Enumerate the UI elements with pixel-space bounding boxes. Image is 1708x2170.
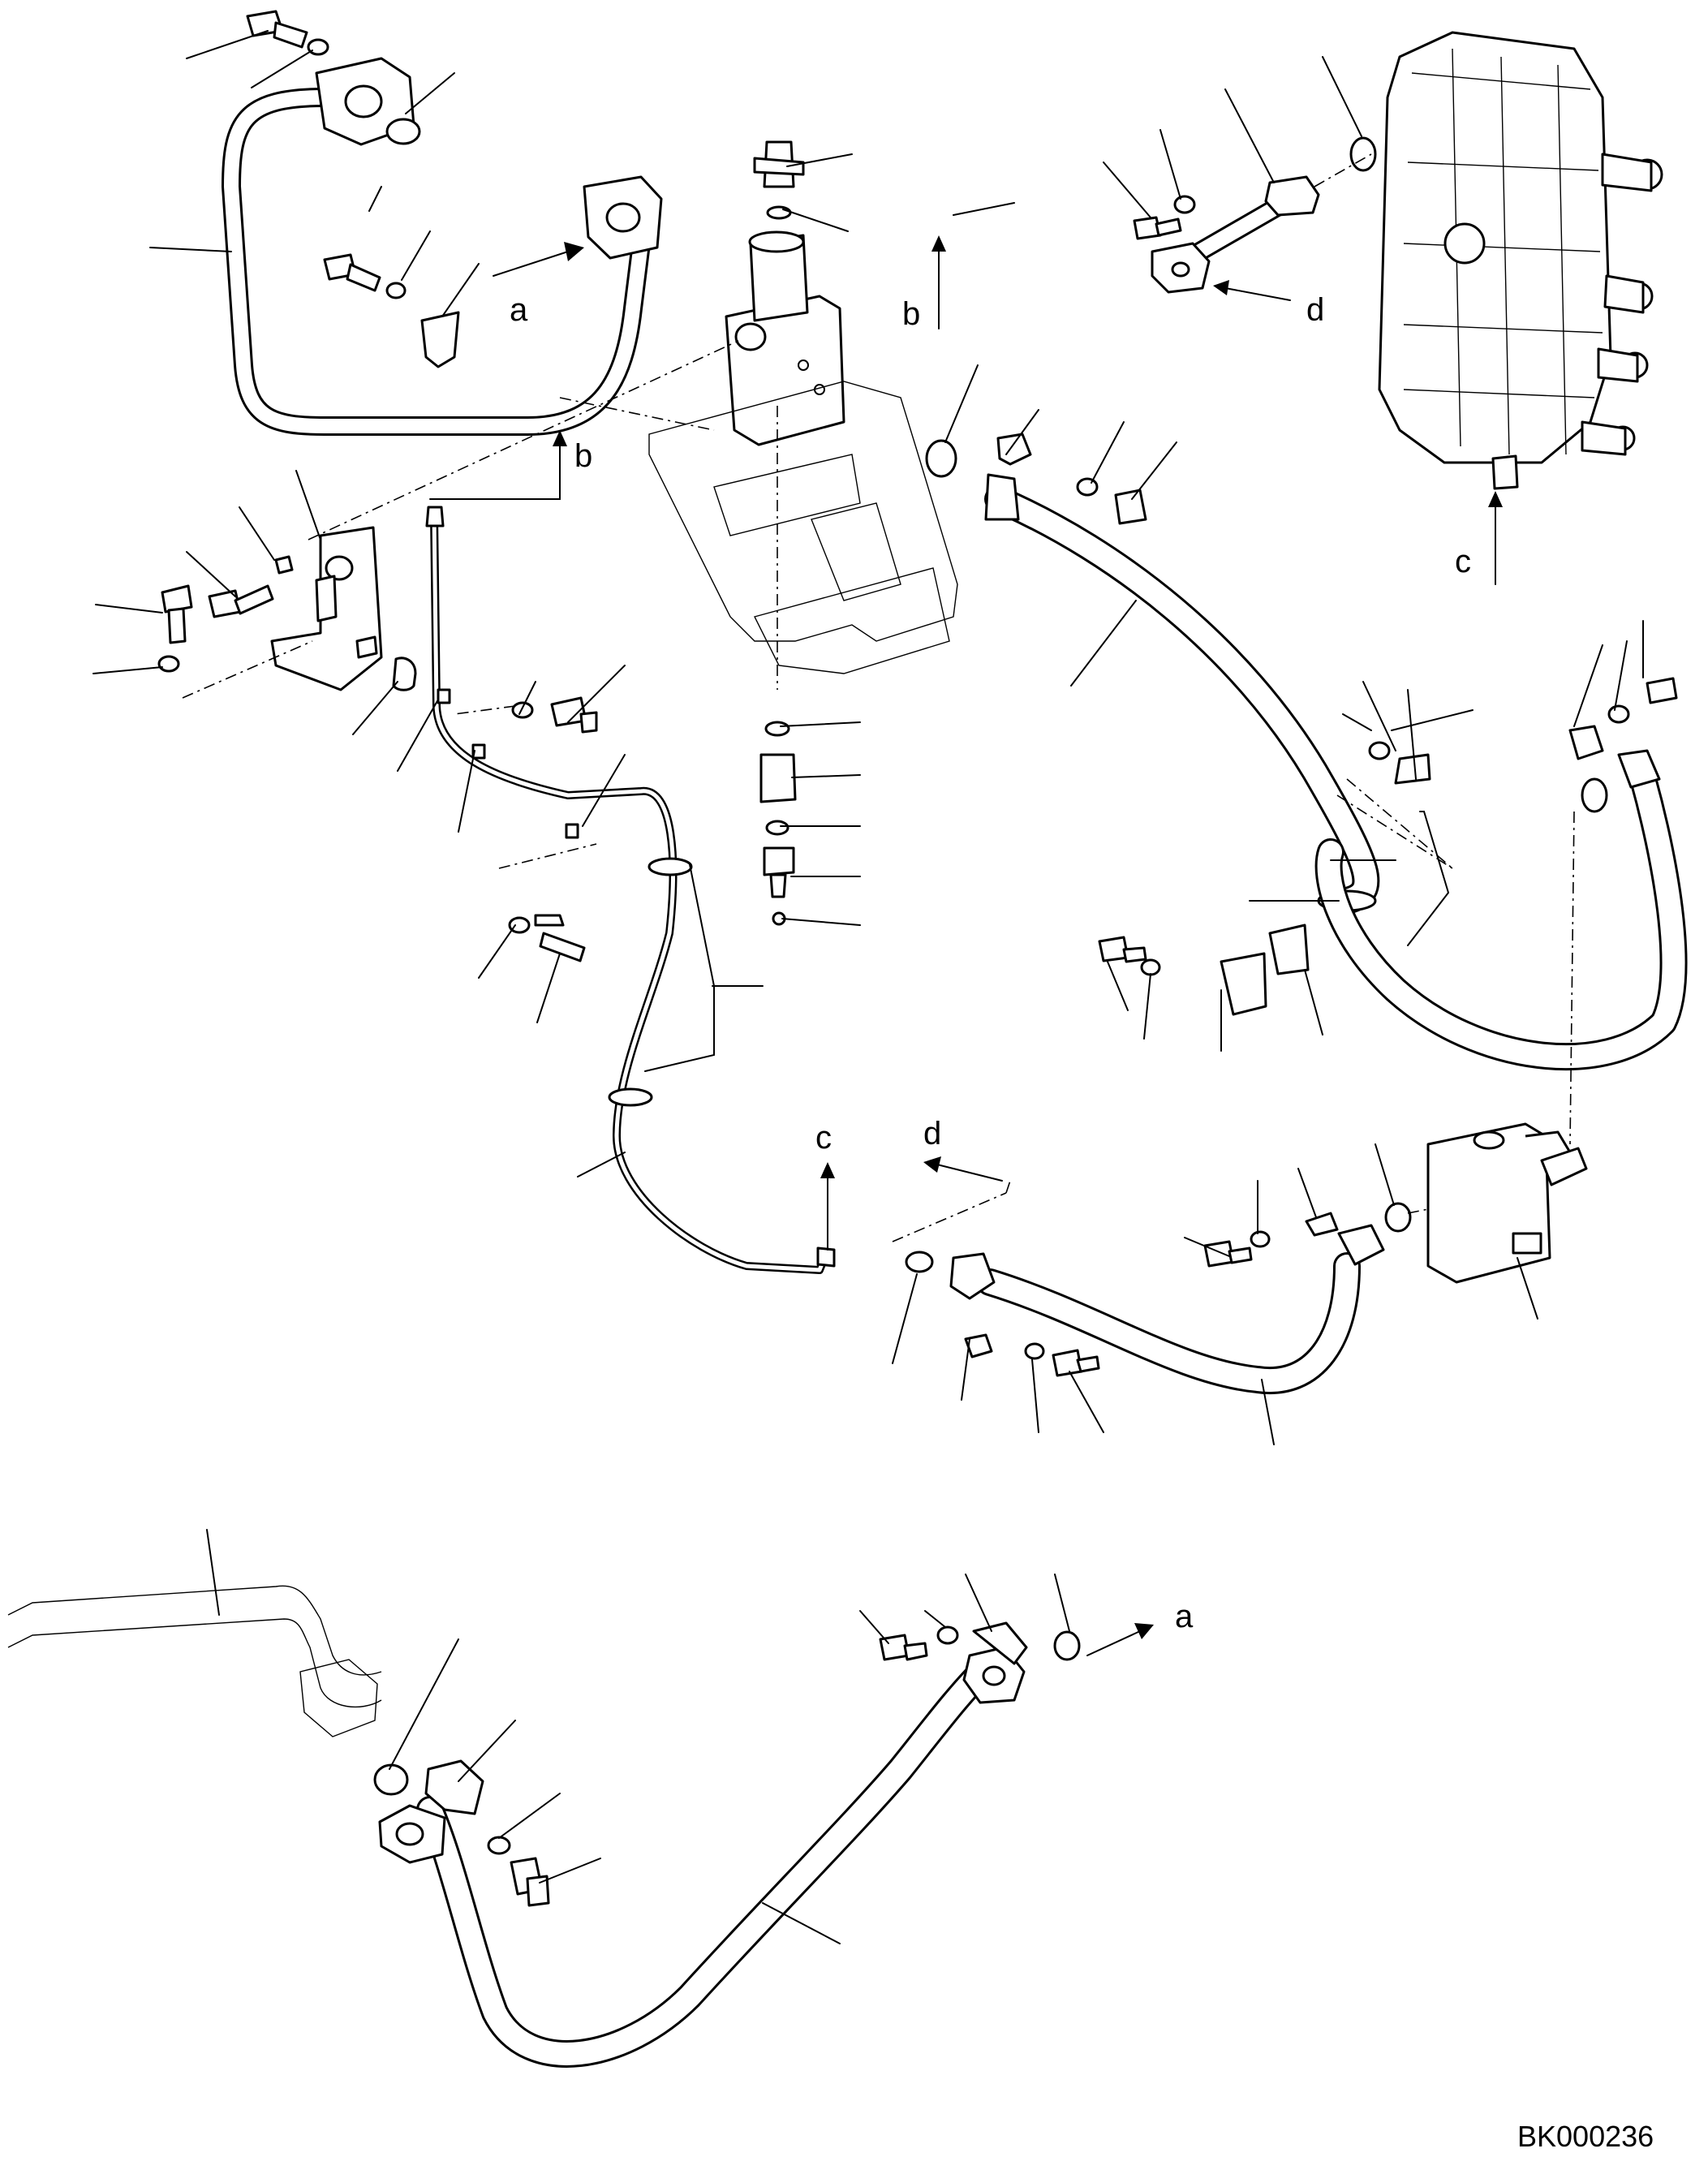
- washer-left: [157, 655, 180, 673]
- drawing-code: BK000236: [1517, 2120, 1654, 2153]
- suction-pipe: [7, 1585, 382, 1737]
- washer-icon: [307, 38, 329, 56]
- o-ring-bottom: [373, 1763, 409, 1796]
- svg-text:d: d: [923, 1116, 941, 1152]
- clamp-plate-b: [1220, 952, 1267, 1016]
- leader-lines: [92, 30, 1644, 1944]
- svg-text:b: b: [902, 296, 920, 332]
- relief-valve-block: [1426, 1122, 1588, 1284]
- svg-text:c: c: [815, 1120, 832, 1156]
- view-arrow-a-top: a: [493, 242, 584, 328]
- valve-block-assembly: [648, 230, 958, 674]
- hose-lower-middle: [905, 1202, 1412, 1395]
- view-arrow-c-wire: c: [815, 1120, 835, 1251]
- bolt-harness: [539, 932, 586, 962]
- short-tube-assembly: [1133, 136, 1377, 294]
- valve-port-c: [1491, 454, 1519, 490]
- band-clamp: [647, 857, 693, 876]
- hex-bolt-left: [161, 584, 193, 614]
- o-ring-small: [764, 721, 790, 737]
- hose-right-loop: [1314, 677, 1688, 1071]
- mounting-bracket-outline: [648, 381, 958, 642]
- view-arrow-d-bottom: d: [923, 1116, 1003, 1182]
- adapter-fitting: [759, 753, 797, 803]
- bolt-clamp-left: [323, 253, 460, 368]
- solenoid-valve-block: [725, 295, 845, 446]
- wire-harness: [425, 506, 836, 1274]
- main-control-valve: [1378, 31, 1663, 490]
- left-bracket-assembly: [157, 526, 417, 691]
- hose-upper: [925, 433, 1380, 915]
- o-ring-top: [385, 118, 421, 145]
- view-arrow-b-mid: b: [429, 430, 592, 500]
- svg-text:a: a: [1175, 1599, 1194, 1634]
- tube-clip: [420, 311, 460, 368]
- svg-text:b: b: [574, 438, 592, 474]
- fitting-stack: [753, 140, 805, 926]
- svg-text:d: d: [1306, 292, 1324, 328]
- view-arrow-c-valve: c: [1455, 491, 1503, 585]
- hose-bottom: [373, 1621, 1081, 2068]
- rubber-grommet: [392, 657, 417, 691]
- sensor-plug: [763, 846, 795, 876]
- bolt-top-left: [246, 10, 329, 56]
- u-tube-assembly: [222, 57, 663, 436]
- hose-clamp-bracket: [1394, 753, 1431, 785]
- svg-text:c: c: [1455, 544, 1471, 579]
- clamp-plate-a: [1268, 924, 1310, 975]
- view-arrow-b-top: b: [902, 235, 946, 332]
- o-ring-valve: [1349, 136, 1377, 172]
- u-tube: [222, 88, 651, 436]
- view-arrow-d-top: d: [1213, 280, 1324, 328]
- view-arrow-a-bottom: a: [1086, 1599, 1194, 1656]
- sensor-wire: [430, 511, 830, 1274]
- svg-text:a: a: [510, 292, 528, 328]
